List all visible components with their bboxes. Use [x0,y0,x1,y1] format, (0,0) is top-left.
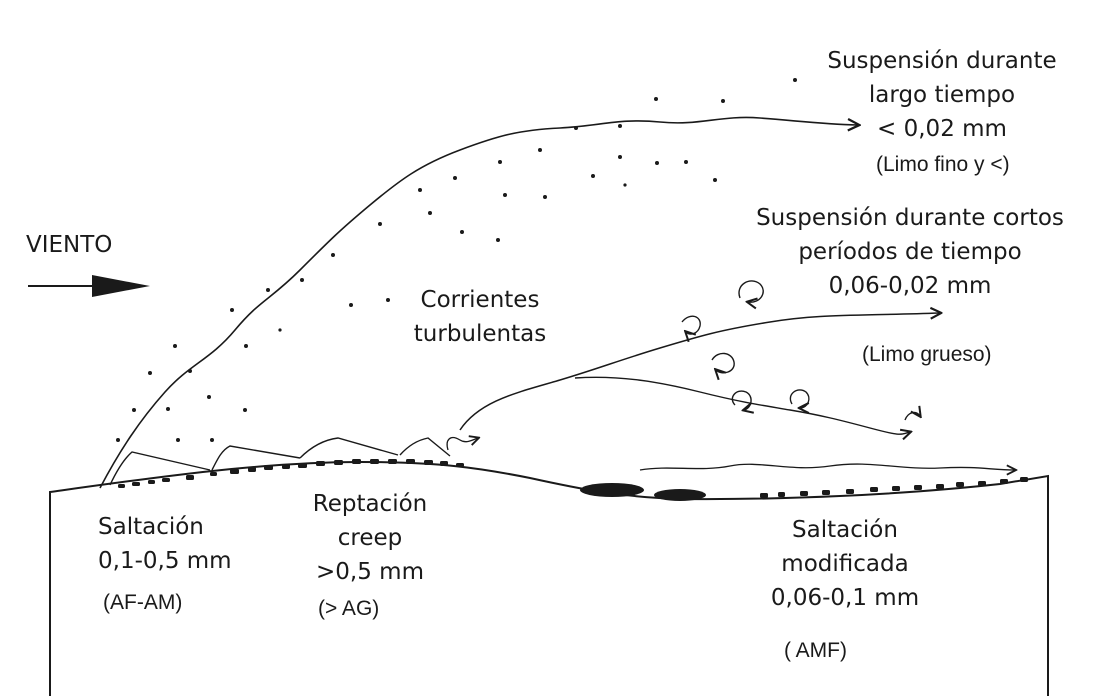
creep-label: Reptación creep >0,5 mm [290,487,450,589]
modified-saltation-path [640,464,1015,470]
splash-arrow [447,438,478,450]
creep-class: (> AG) [318,592,379,626]
modified-saltation-class: ( AMF) [784,634,847,668]
long-suspension-class: (Limo fino y <) [876,148,1010,182]
wind-label: VIENTO [26,228,112,262]
short-suspension-label: Suspensión durante cortos períodos de ti… [730,201,1090,303]
modified-saltation-label: Saltación modificada 0,06-0,1 mm [730,513,960,615]
saltation-label: Saltación 0,1-0,5 mm [98,510,232,578]
wind-arrow [28,275,150,297]
turbulent-currents-label: Corrientes turbulentas [395,283,565,351]
suspended-particles [116,78,797,442]
short-suspension-path-lower [575,377,910,434]
creep-grains [118,459,1028,501]
long-suspension-label: Suspensión durante largo tiempo < 0,02 m… [802,44,1082,146]
saltation-class: (AF-AM) [103,586,182,620]
short-suspension-class: (Limo grueso) [862,338,992,372]
